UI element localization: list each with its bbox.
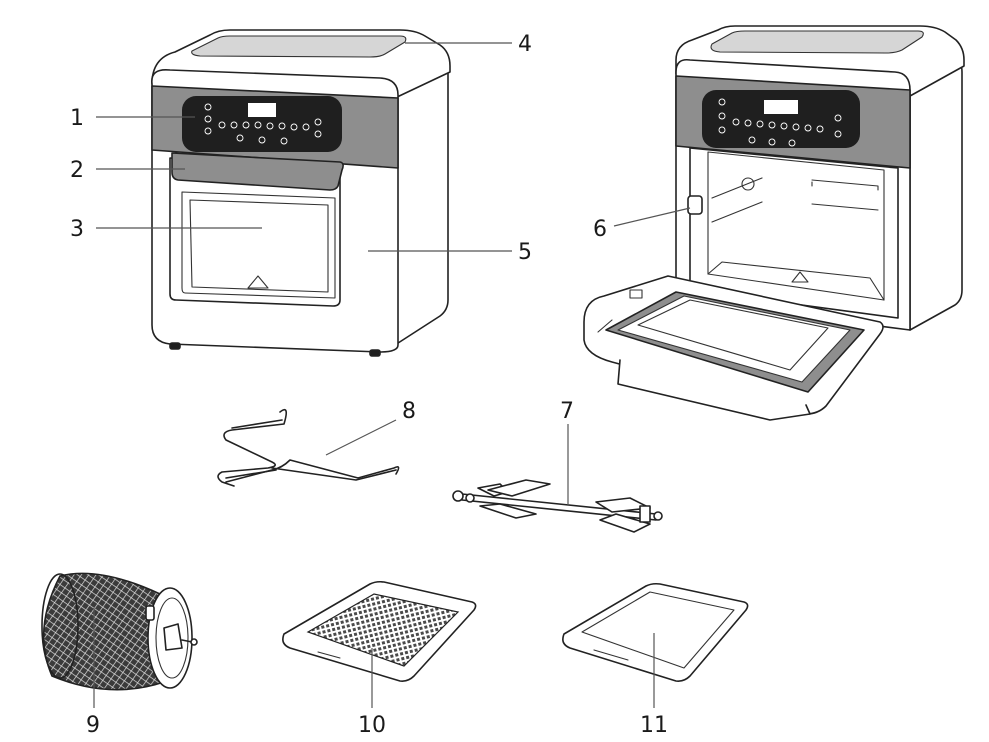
callout-10: 10 [358,713,386,738]
drip-tray [562,582,749,682]
callout-2: 2 [70,158,84,183]
callout-3: 3 [70,217,84,242]
top-lid-panel-open [710,30,924,54]
rotisserie-spit [452,479,663,533]
callout-9: 9 [86,713,100,738]
door-handle [171,152,344,191]
callout-8: 8 [402,399,416,424]
control-buttons-open [718,98,842,147]
rack-lifter-tool [217,408,400,487]
callout-6: 6 [593,217,607,242]
callout-labels: 1 2 3 4 5 6 7 8 9 10 11 [70,32,668,738]
callout-11: 11 [640,713,668,738]
oven-front-view [151,29,451,357]
top-lid-panel [191,35,407,58]
door-safety-switch [687,195,703,215]
mesh-rack-tray [282,580,477,682]
oven-open-view [583,25,965,421]
control-buttons [204,103,322,145]
leader-lines [93,42,691,708]
door-window [181,191,336,299]
callout-4: 4 [518,32,532,57]
callout-1: 1 [70,106,84,131]
control-panel-display-open [702,90,860,148]
rotisserie-basket [41,572,198,691]
hot-surface-warning-icon [247,275,269,289]
control-panel-display [182,96,342,152]
callout-7: 7 [560,399,574,424]
callout-5: 5 [518,240,532,265]
